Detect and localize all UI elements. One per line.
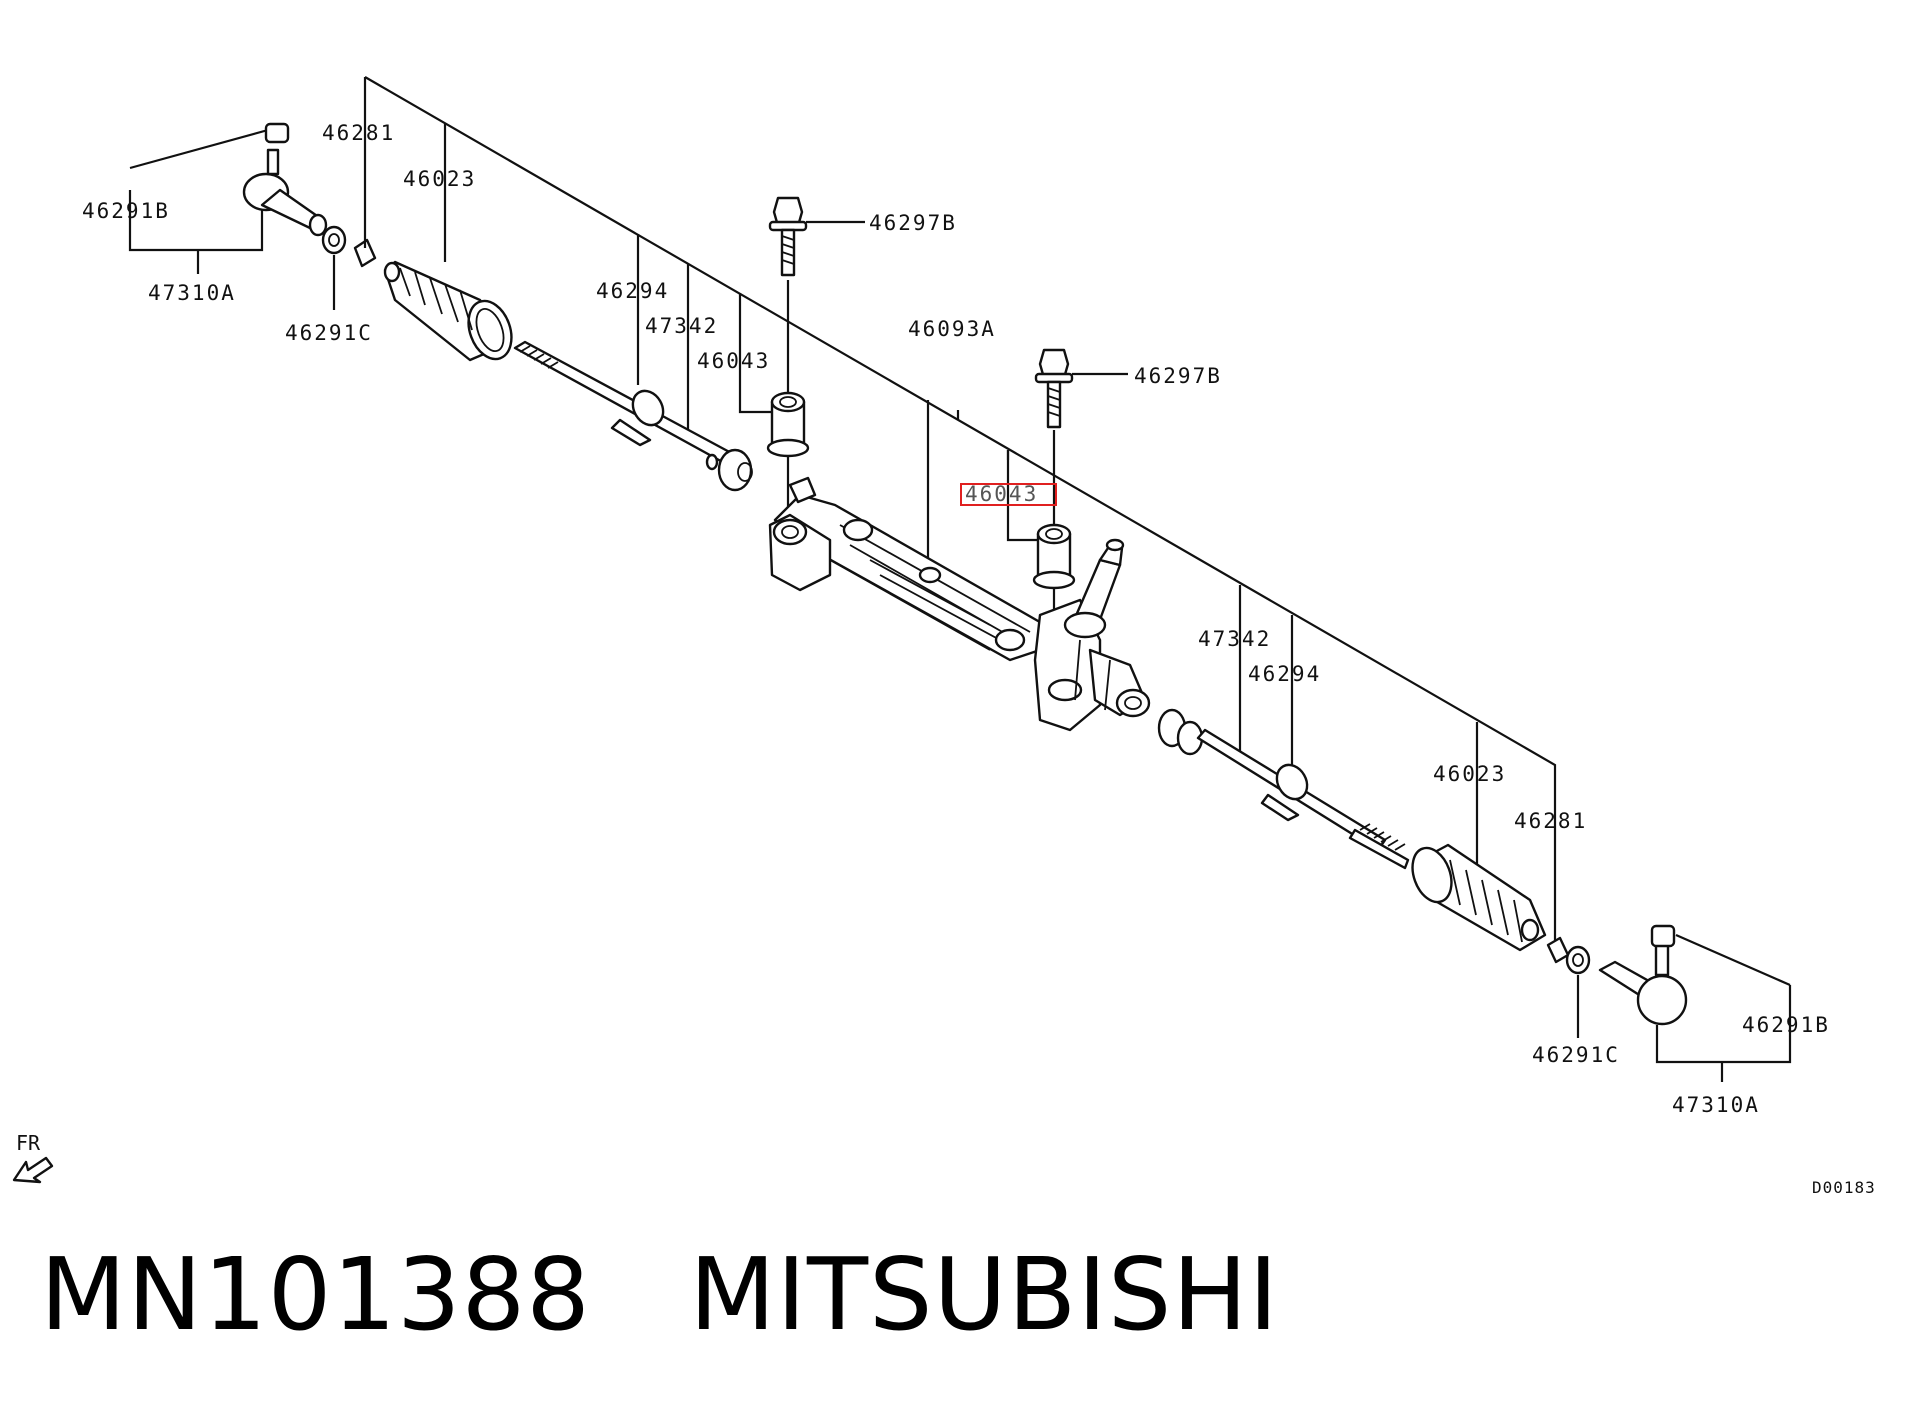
bushing-46043-right <box>1032 523 1076 590</box>
label-46043-right-highlighted: 46043 <box>965 482 1038 506</box>
leader-tick <box>738 293 778 414</box>
clip-46281-left <box>353 238 377 268</box>
label-46291b-left: 46291B <box>82 199 170 223</box>
tie-rod-end-left <box>242 122 328 237</box>
label-46291b-right: 46291B <box>1742 1013 1830 1037</box>
label-47342-right: 47342 <box>1198 627 1271 651</box>
front-arrow-icon <box>12 1156 54 1184</box>
bracket-46291b-left <box>128 190 264 252</box>
nut-top-left <box>264 122 290 144</box>
front-direction-indicator: FR <box>12 1131 54 1184</box>
label-46043-left: 46043 <box>697 349 770 373</box>
highlight-box-46043 <box>960 483 1057 506</box>
rack-boot-right <box>1411 843 1547 952</box>
clip-46281-right <box>1546 936 1570 964</box>
label-47310a-right: 47310A <box>1672 1093 1760 1117</box>
part-title: MN101388 MITSUBISHI <box>40 1245 1279 1345</box>
inner-tie-rod-right <box>1157 708 1410 870</box>
leader-46291b-right <box>1675 933 1791 987</box>
label-47310a-left: 47310A <box>148 281 236 305</box>
rack-boot-left <box>383 260 513 362</box>
mount-bolt-right <box>1034 348 1128 429</box>
label-46294-left: 46294 <box>596 279 669 303</box>
label-46291c-right: 46291C <box>1532 1043 1620 1067</box>
tie-rod-end-right <box>1598 924 1688 1026</box>
label-47342-left: 47342 <box>645 314 718 338</box>
label-46093a: 46093A <box>908 317 996 341</box>
label-46297b-left: 46297B <box>869 211 957 235</box>
fr-label: FR <box>16 1131 41 1155</box>
inner-tie-rod-left <box>513 340 753 492</box>
lock-nut-right <box>1565 945 1591 975</box>
mount-bolt-left <box>768 196 865 277</box>
label-46023-left: 46023 <box>403 167 476 191</box>
title-spacer <box>591 1236 689 1353</box>
label-46281-left: 46281 <box>322 121 395 145</box>
brand-name: MITSUBISHI <box>689 1236 1279 1353</box>
label-46297b-right: 46297B <box>1134 364 1222 388</box>
bracket-46291b-right <box>1655 985 1792 1064</box>
stud-right <box>1654 943 1670 977</box>
part-number: MN101388 <box>40 1236 591 1353</box>
leader-46291b-left <box>129 128 269 170</box>
label-46294-right: 46294 <box>1248 662 1321 686</box>
label-46291c-left: 46291C <box>285 321 373 345</box>
clamp-46294-right <box>1275 763 1309 801</box>
stud-left <box>266 148 280 176</box>
diagram-code: D00183 <box>1812 1178 1876 1197</box>
label-46023-right: 46023 <box>1433 762 1506 786</box>
steering-gear-housing <box>768 476 1151 732</box>
bushing-46043-left <box>766 391 810 458</box>
inner-ball-joint-left <box>717 448 753 492</box>
nut-top-right <box>1650 924 1676 948</box>
lock-nut-left <box>321 225 347 255</box>
leader-tick <box>1006 450 1045 542</box>
label-46281-right: 46281 <box>1514 809 1587 833</box>
main-leader-line <box>364 76 1557 805</box>
clamp-46294-left <box>631 389 665 427</box>
